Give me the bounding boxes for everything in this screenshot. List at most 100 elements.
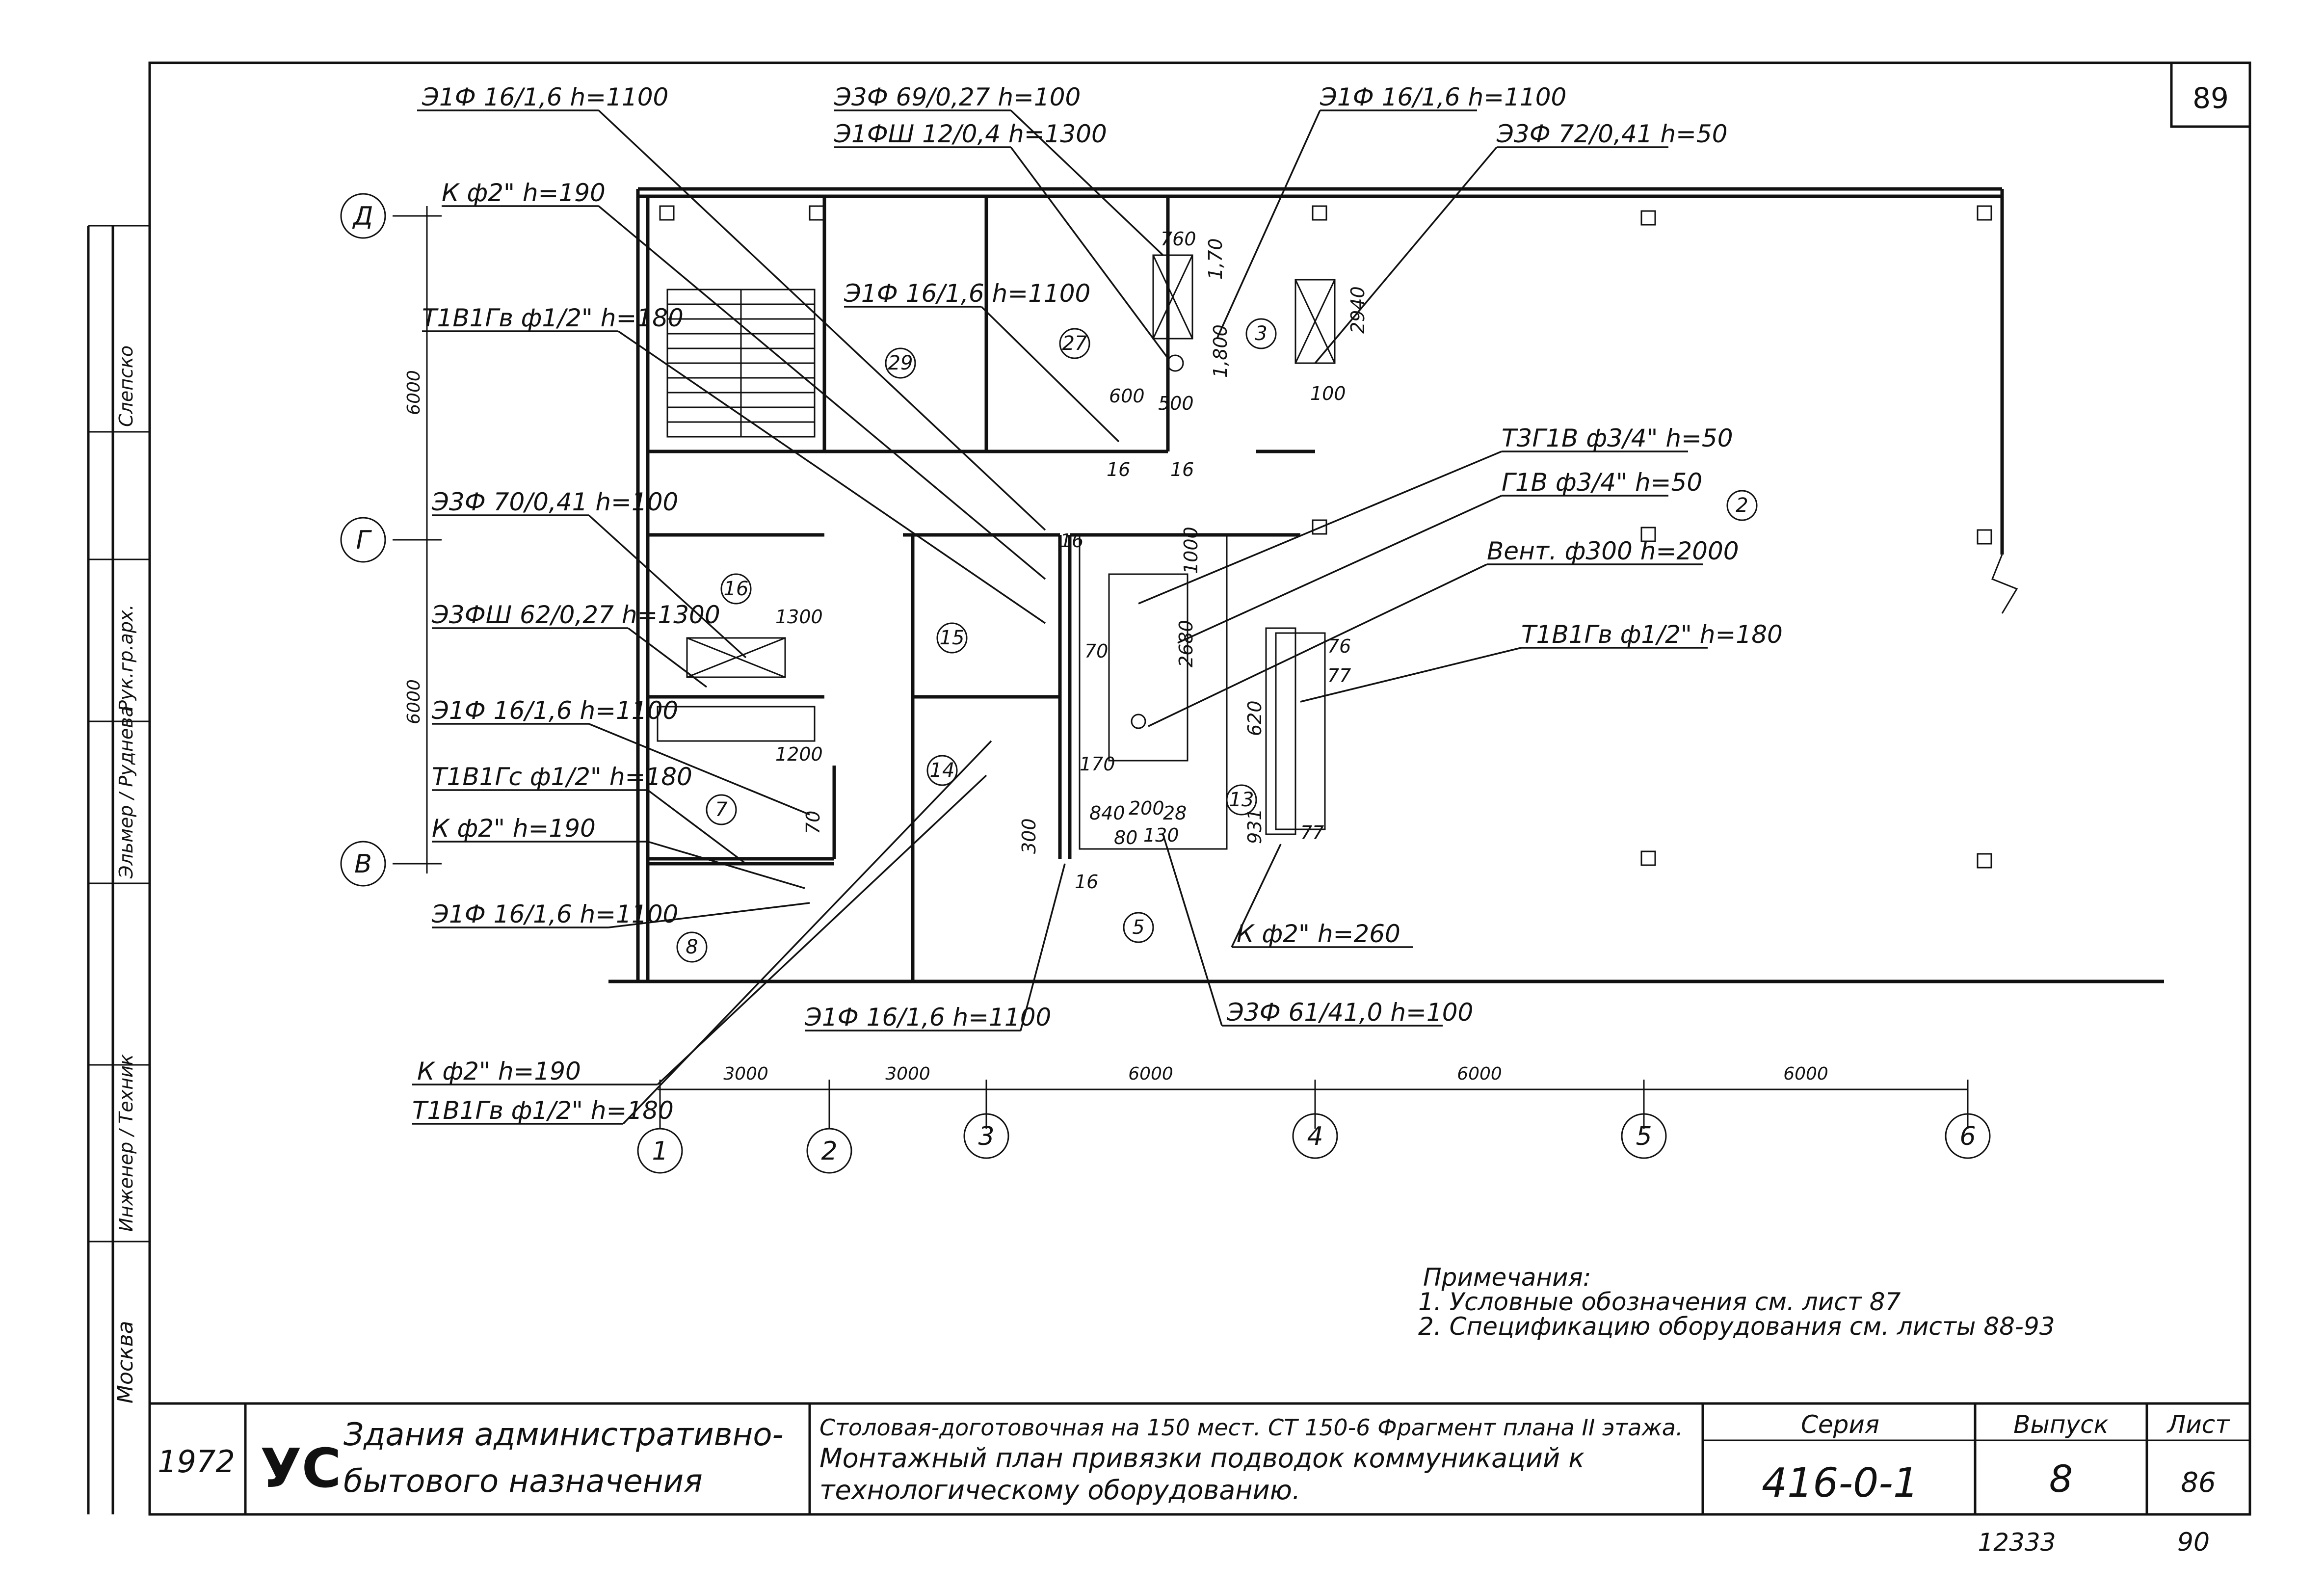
dimension-label: 16 [1075, 871, 1098, 893]
axis-6: 6 [1959, 1122, 1976, 1151]
note-1: 1. Условные обозначения см. лист 87 [1418, 1288, 1901, 1316]
dimension-label: 100 [1310, 383, 1346, 404]
callout-13: Э3ФШ 62/0,27 h=1300 [431, 601, 720, 629]
callout-4: Э1Ф 16/1,6 h=1100 [1320, 83, 1566, 111]
callout-3: Э1ФШ 12/0,4 h=1300 [834, 120, 1107, 148]
tb-desc-2: Монтажный план привязки подводок коммуни… [819, 1443, 1585, 1474]
tb-series-value: 416-0-1 [1762, 1460, 1919, 1507]
axis-3: 3 [978, 1122, 994, 1151]
title-block: 1972 УС Здания административно- бытового… [150, 1402, 2250, 1557]
dimension-label: 16 [1170, 459, 1194, 480]
hdim-4: 6000 [1457, 1064, 1502, 1084]
dimension-label: 77 [1327, 665, 1351, 687]
callout-17: К ф2" h=190 [432, 814, 596, 843]
letter-axes: Д Г В 6000 6000 [340, 193, 442, 887]
axis-1: 1 [652, 1137, 668, 1166]
callout-23: Т1В1Гв ф1/2" h=180 [412, 1096, 674, 1125]
leaders [412, 109, 1708, 1125]
callout-14: Т1В1Гв ф1/2" h=180 [1521, 620, 1783, 649]
dimension-label: 2940 [1347, 286, 1369, 334]
dimension-label: 16 [1107, 459, 1130, 480]
stamp-city: Москва [113, 1321, 138, 1403]
dimension-label: 500 [1158, 393, 1194, 414]
room-8: 8 [686, 936, 698, 958]
room-3: 3 [1255, 322, 1267, 345]
callout-8: Э1Ф 16/1,6 h=1100 [844, 279, 1090, 308]
tb-org-2: бытового назначения [343, 1463, 703, 1500]
vdim-1: 6000 [404, 370, 424, 415]
stair [666, 289, 816, 438]
callout-15: Э1Ф 16/1,6 h=1100 [431, 696, 678, 725]
tb-year: 1972 [158, 1444, 235, 1480]
stamp-engineer: Инженер / Техник [115, 1054, 137, 1232]
note-2: 2. Спецификацию оборудования см. листы 8… [1418, 1312, 2055, 1341]
callout-7: Т1В1Гв ф1/2" h=180 [422, 304, 684, 332]
hdim-3: 6000 [1128, 1064, 1173, 1084]
notes-title: Примечания: [1423, 1263, 1591, 1292]
axis-2: 2 [821, 1137, 837, 1166]
hdim-5: 6000 [1783, 1064, 1828, 1084]
tb-desc-3: технологическому оборудованию. [819, 1475, 1300, 1506]
axis-D: Д [352, 202, 373, 231]
dimension-label: 170 [1080, 753, 1115, 775]
callout-5: Э3Ф 72/0,41 h=50 [1496, 120, 1728, 148]
dimension-label: 1200 [775, 743, 823, 765]
callout-10: Г1В ф3/4" h=50 [1502, 468, 1702, 497]
callout-6: К ф2" h=190 [442, 179, 606, 207]
notes: Примечания: 1. Условные обозначения см. … [1418, 1263, 2055, 1341]
dimension-label: 600 [1109, 385, 1145, 407]
dimension-label: 130 [1143, 824, 1179, 846]
dimension-label: 1000 [1180, 527, 1202, 574]
room-27: 27 [1062, 332, 1087, 355]
tb-sheet-label: Лист [2166, 1410, 2231, 1439]
dimension-label: 16 [1060, 530, 1083, 552]
room-2: 2 [1736, 494, 1748, 517]
dimension-label: 620 [1244, 700, 1266, 736]
tb-issue-value: 8 [2049, 1457, 2073, 1501]
sheet-number-box [2170, 61, 2251, 128]
dimension-label: 80 [1114, 827, 1137, 848]
dimension-label: 200 [1129, 797, 1164, 819]
tb-issue-label: Выпуск [2013, 1410, 2109, 1439]
callout-20: Э3Ф 61/41,0 h=100 [1226, 998, 1473, 1027]
dimension-label: 1300 [775, 606, 823, 628]
number-axes: 3000 3000 6000 6000 6000 1 2 3 4 5 6 [637, 1064, 1991, 1174]
room-29: 29 [888, 352, 913, 374]
hdim-1: 3000 [723, 1064, 768, 1084]
callout-11: Вент. ф300 h=2000 [1487, 537, 1739, 565]
axis-4: 4 [1307, 1122, 1323, 1151]
room-5: 5 [1132, 916, 1144, 939]
callouts: Э1Ф 16/1,6 h=1100 Э3Ф 69/0,27 h=100 Э1ФШ… [412, 83, 1783, 1125]
callout-9: Т3Г1В ф3/4" h=50 [1502, 424, 1733, 452]
callout-19: К ф2" h=260 [1237, 920, 1400, 948]
room-13: 13 [1229, 789, 1254, 811]
stamp-signature: Слепско [115, 345, 137, 427]
tb-below-left: 12333 [1978, 1528, 2056, 1557]
tb-desc-1: Столовая-доготовочная на 150 мест. СТ 15… [819, 1414, 1683, 1441]
tb-series-label: Серия [1801, 1410, 1879, 1439]
dimension-label: 70 [802, 811, 824, 834]
dimension-label: 2680 [1175, 620, 1197, 667]
axis-5: 5 [1636, 1122, 1652, 1151]
stamp-names: Эльмер / Руднева [115, 706, 137, 879]
stamp-role: Рук.гр.арх. [115, 604, 137, 712]
room-15: 15 [940, 627, 965, 649]
callout-2: Э3Ф 69/0,27 h=100 [834, 83, 1081, 111]
dimension-label: 840 [1089, 802, 1125, 824]
tb-sheet-value: 86 [2181, 1467, 2216, 1499]
drawing-frame [148, 61, 2251, 1516]
room-14: 14 [930, 759, 955, 782]
callout-21: Э1Ф 16/1,6 h=1100 [804, 1003, 1051, 1032]
dimension-label: 28 [1163, 802, 1187, 824]
tb-logo: УС [260, 1437, 342, 1500]
axis-V: В [354, 849, 372, 879]
small-dims: 760 1,70 2940 1,800 600 500 100 16 16 13… [775, 228, 1369, 893]
room-numbers: 29 27 3 16 15 14 13 7 8 5 2 [676, 318, 1758, 963]
floor-plan [608, 187, 2164, 983]
dimension-label: 931 [1244, 808, 1266, 844]
dimension-label: 300 [1018, 818, 1040, 854]
sheet-number-top: 89 [2192, 81, 2229, 115]
callout-12: Э3Ф 70/0,41 h=100 [431, 488, 678, 516]
tb-below-right: 90 [2177, 1528, 2210, 1557]
vdim-2: 6000 [404, 679, 424, 724]
